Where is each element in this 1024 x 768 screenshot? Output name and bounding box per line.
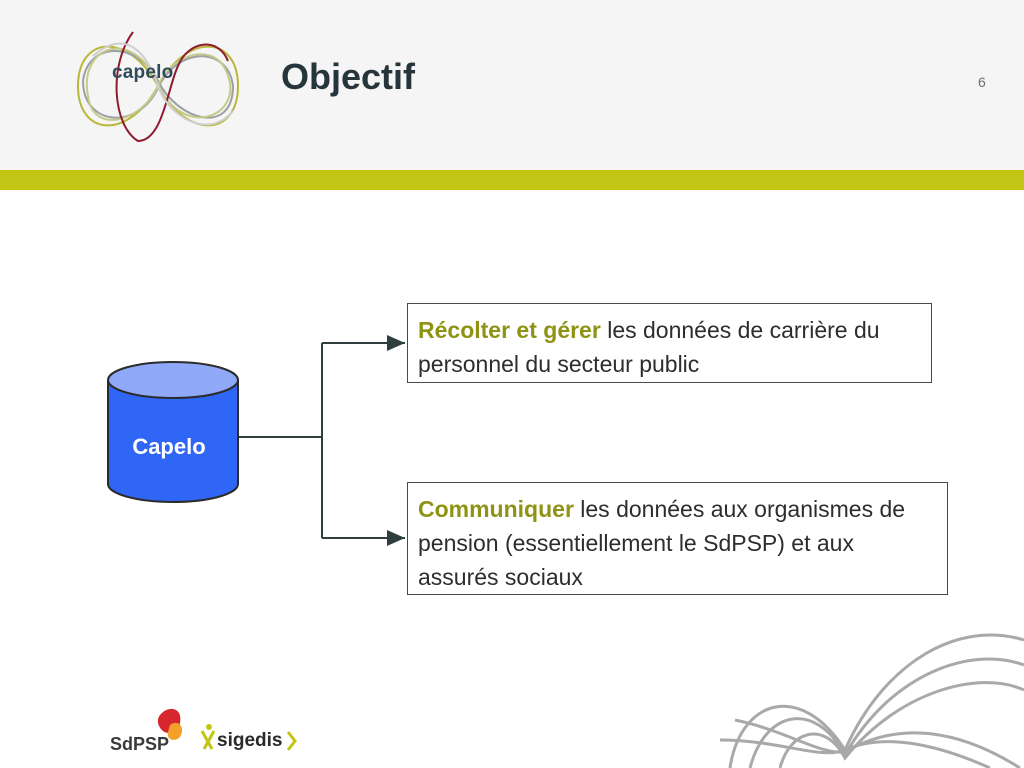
box2-text: les données aux organismes de pension (e… [418, 496, 906, 590]
sdpsp-flame-icon [157, 708, 183, 740]
database-label: Capelo [132, 434, 206, 459]
page-title: Objectif [281, 56, 416, 97]
partner-logos [157, 708, 297, 751]
logo-text: capelo [112, 62, 174, 83]
capelo-logo [76, 31, 240, 143]
database-cylinder [107, 361, 239, 503]
box2-highlight: Communiquer [418, 496, 574, 522]
page-number: 6 [978, 74, 986, 90]
accent-bar [0, 170, 1024, 190]
objective-box-communicate: Communiquer les données aux organismes d… [407, 482, 948, 595]
sigedis-arrow-icon [286, 731, 297, 751]
decorative-swirls [720, 633, 1024, 768]
sdpsp-logo-text: SdPSP [110, 734, 170, 754]
objective-box-collect: Récolter et gérer les données de carrièr… [407, 303, 932, 383]
sigedis-logo-text: sigedis [217, 730, 283, 751]
box1-highlight: Récolter et gérer [418, 317, 601, 343]
box1-text: les données de carrière du personnel du … [418, 317, 880, 377]
sigedis-figure-icon [200, 724, 216, 750]
